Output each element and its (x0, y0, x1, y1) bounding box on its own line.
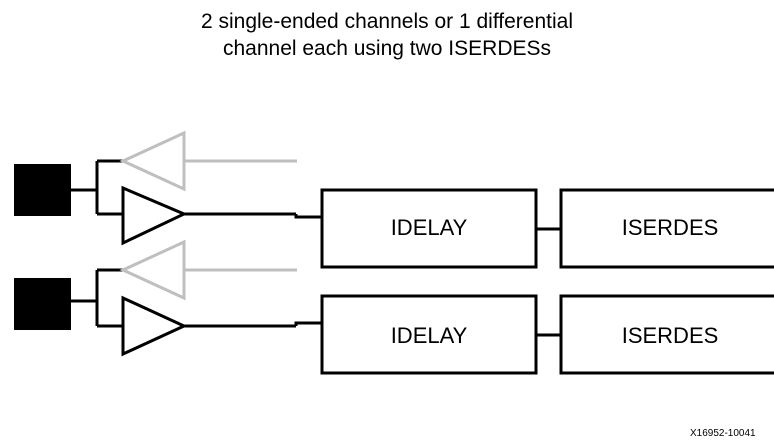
iserdes-label-2: ISERDES (622, 323, 719, 348)
diagram-title: 2 single-ended channels or 1 differentia… (0, 8, 774, 62)
buffer-to-idelay-wire-2 (184, 321, 322, 328)
figure-id: X16952-10041 (690, 428, 756, 439)
channel-1: IDELAY ISERDES (14, 130, 774, 269)
pad-wire-1 (71, 159, 123, 216)
io-pad-1 (14, 164, 71, 216)
idelay-label-1: IDELAY (391, 215, 468, 240)
buffer-to-idelay-wire-1 (184, 212, 322, 219)
channel-2: IDELAY ISERDES (14, 239, 774, 375)
output-buffer-inactive-1 (119, 130, 297, 192)
iserdes-block-2 (559, 294, 774, 375)
pad-wire-2 (71, 268, 123, 328)
output-buffer-inactive-2 (119, 239, 297, 301)
title-line-1: 2 single-ended channels or 1 differentia… (200, 10, 574, 33)
input-buffer-1 (121, 185, 188, 246)
input-buffer-2 (121, 295, 188, 357)
title-line-2: channel each using two ISERDESs (222, 37, 551, 60)
iserdes-block-1 (559, 188, 774, 269)
idelay-block-1 (320, 188, 538, 269)
idelay-label-2: IDELAY (391, 323, 468, 348)
io-pad-2 (14, 278, 71, 330)
iserdes-label-1: ISERDES (622, 215, 719, 240)
idelay-block-2 (320, 294, 538, 375)
